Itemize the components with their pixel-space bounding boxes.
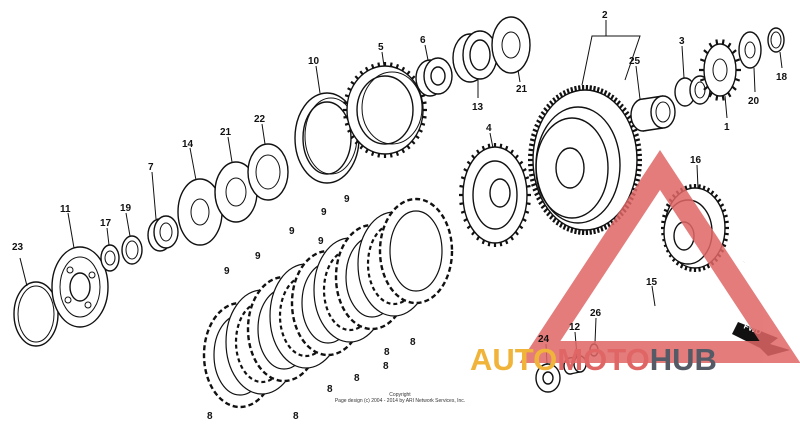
part-needle-bearing-13 [452, 30, 498, 98]
copyright-notice: Copyright Page design (c) 2004 - 2014 by… [300, 392, 500, 404]
callout-9-b: 9 [255, 251, 261, 262]
callout-25: 25 [629, 56, 641, 67]
callout-4: 4 [486, 123, 492, 134]
callout-8-c: 8 [327, 384, 333, 395]
callout-11: 11 [60, 204, 71, 215]
callout-8-f: 8 [384, 347, 390, 358]
part-bushing-25 [630, 65, 676, 132]
watermark-logo-triangle [519, 150, 800, 363]
watermark-part-auto: AUTO [470, 342, 558, 377]
part-snap-ring-23 [13, 257, 59, 347]
callout-18: 18 [776, 72, 788, 83]
callout-14: 14 [182, 139, 194, 150]
part-bearing-6 [415, 44, 453, 97]
gear4-teeth [459, 143, 531, 247]
callout-22: 22 [254, 114, 266, 125]
callout-8-a: 8 [207, 411, 213, 422]
callout-6: 6 [420, 35, 426, 46]
callout-21-left: 21 [220, 127, 232, 138]
part-pressure-plate-11 [51, 212, 109, 328]
callout-12: 12 [569, 322, 581, 333]
callout-1: 1 [724, 122, 730, 133]
part-snap-ring-18 [767, 27, 785, 69]
part-collar-7 [147, 171, 179, 252]
callout-7: 7 [148, 162, 154, 173]
callout-16: 16 [690, 155, 702, 166]
callout-8-e: 8 [383, 361, 389, 372]
part-bearing-17 [100, 227, 120, 272]
part-clutch-outer-2 [528, 20, 642, 236]
callout-8-b: 8 [293, 411, 299, 422]
watermark-part-moto: MOTO [557, 342, 650, 377]
callout-15: 15 [646, 277, 658, 288]
watermark-wordmark: AUTOMOTOHUB [470, 342, 717, 378]
part-clutch-center-5 [343, 51, 427, 158]
part-bearing-24 [535, 343, 561, 393]
callout-5: 5 [378, 42, 384, 53]
part-washer-19 [121, 212, 143, 265]
callout-19: 19 [120, 203, 132, 214]
callout-26: 26 [590, 308, 602, 319]
callout-9-a: 9 [224, 266, 230, 277]
callout-9-e: 9 [321, 207, 327, 218]
copyright-line-1: Copyright [389, 392, 411, 398]
callout-17: 17 [100, 218, 112, 229]
callout-3: 3 [679, 36, 685, 47]
callout-13: 13 [472, 102, 484, 113]
clutch-plate-stack [202, 197, 454, 409]
callout-21-right: 21 [516, 84, 528, 95]
callout-9-c: 9 [289, 226, 295, 237]
callout-9-f: 9 [344, 194, 350, 205]
callout-8-d: 8 [354, 373, 360, 384]
callout-20: 20 [748, 96, 760, 107]
part-clutch-hub-4 [459, 132, 531, 247]
clutch-plate [378, 197, 454, 305]
callout-2: 2 [602, 10, 608, 21]
callout-24: 24 [538, 334, 550, 345]
callout-10: 10 [308, 56, 320, 67]
part-washer-14 [177, 147, 223, 246]
copyright-line-2: Page design (c) 2004 - 2014 by ARI Netwo… [334, 398, 466, 404]
part-sprocket-1 [699, 39, 741, 119]
part-collar-3 [674, 45, 711, 107]
part-washer-20 [738, 31, 762, 93]
watermark-part-hub: HUB [649, 342, 717, 377]
callout-23: 23 [12, 242, 24, 253]
part-washer-21b [491, 16, 531, 83]
gear1-teeth [699, 39, 741, 101]
callout-labels: 23 11 17 19 7 14 21 22 10 5 6 13 21 4 2 … [12, 10, 788, 422]
gear5-teeth [343, 62, 427, 158]
callout-9-d: 9 [318, 236, 324, 247]
callout-8-g: 8 [410, 337, 416, 348]
part-spring-washer-22 [247, 123, 289, 201]
